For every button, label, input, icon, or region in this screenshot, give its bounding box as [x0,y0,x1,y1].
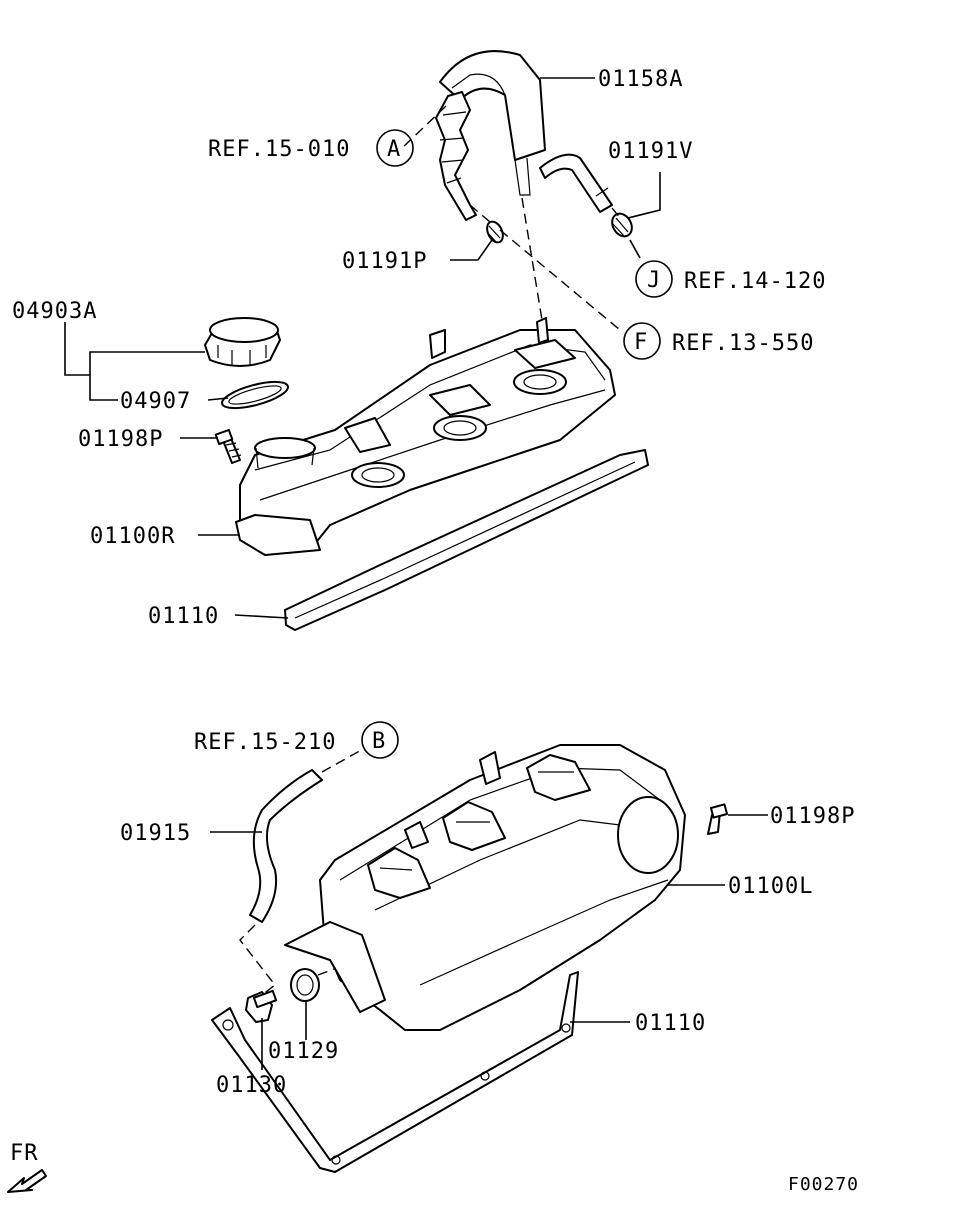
label-04907[interactable]: 04907 [120,389,191,414]
ref-circle-B[interactable] [361,721,399,759]
ref-letter-J: J [647,268,661,293]
diagram-id: F00270 [788,1174,859,1195]
label-01110-upper[interactable]: 01110 [148,604,219,629]
ref-letter-A: A [387,137,401,162]
label-01129[interactable]: 01129 [268,1039,339,1064]
label-04903A[interactable]: 04903A [12,299,97,324]
oil-seal-01129[interactable] [290,968,320,1002]
routing-line-f [499,229,621,331]
breather-hose-01915[interactable] [249,769,323,923]
label-01198P-lower[interactable]: 01198P [770,804,855,829]
front-arrow-icon [7,1169,47,1193]
rocker-cover-01100R[interactable] [235,317,616,556]
ref-text-A[interactable]: REF.15-010 [208,137,350,162]
ref-circle-A[interactable] [376,129,414,167]
cap-gasket-inner [228,385,282,405]
ref-circle-F[interactable] [623,322,661,360]
label-01100L[interactable]: 01100L [728,874,813,899]
label-01100R[interactable]: 01100R [90,524,175,549]
front-direction-label: FR [10,1141,39,1166]
routing-line-a [399,105,447,151]
hose-clamp-01191P[interactable] [484,219,506,245]
routing-line-hose [469,204,491,223]
cover-gasket-01110-upper[interactable] [284,449,649,631]
ref-text-F[interactable]: REF.13-550 [672,331,814,356]
leaders-upper [64,77,661,619]
cap-gasket-04907[interactable] [220,377,291,414]
routing-line-pcv [239,924,276,996]
routing-line-j [611,207,621,219]
label-01191P[interactable]: 01191P [342,249,427,274]
routing-line-b [321,747,366,773]
pcv-hose[interactable] [435,91,477,221]
bolt-01198P-lower[interactable] [707,803,729,835]
ref-letter-F: F [634,330,648,355]
pcv-valve-01130[interactable] [245,989,278,1023]
label-01158A[interactable]: 01158A [598,67,683,92]
oil-filler-cap-04903A[interactable] [204,317,281,367]
cover-gasket-01110-lower[interactable] [211,971,579,1173]
ref-text-B[interactable]: REF.15-210 [194,730,336,755]
label-01130[interactable]: 01130 [216,1073,287,1098]
breather-hose-01158A[interactable] [439,50,546,196]
label-01915[interactable]: 01915 [120,821,191,846]
routing-line-cover [521,197,543,321]
label-01198P-upper[interactable]: 01198P [78,427,163,452]
label-01110-lower[interactable]: 01110 [635,1011,706,1036]
hose-clamp-J[interactable] [608,210,636,240]
bolt-01198P-upper[interactable] [214,428,242,464]
ref-circle-J[interactable] [635,260,673,298]
rocker-cover-01100L[interactable] [284,744,686,1031]
vent-hose-01191V[interactable] [539,153,613,213]
label-01191V[interactable]: 01191V [608,139,693,164]
leaders-lower [210,814,768,1070]
ref-text-J[interactable]: REF.14-120 [684,269,826,294]
ref-letter-B: B [372,729,386,754]
